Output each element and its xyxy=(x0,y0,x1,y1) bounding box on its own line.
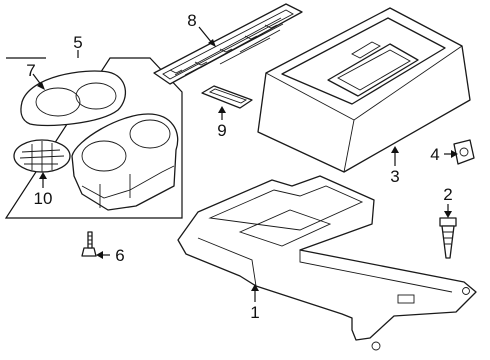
retainer-clip[interactable] xyxy=(453,139,475,165)
callout-1: 1 xyxy=(250,303,259,322)
callout-8: 8 xyxy=(187,11,196,30)
callout-5: 5 xyxy=(73,33,82,52)
cup-holder-insert[interactable] xyxy=(71,113,179,211)
cup-holder-mat[interactable] xyxy=(13,139,71,173)
bolt[interactable] xyxy=(439,217,457,259)
callout-6: 6 xyxy=(115,246,124,265)
leader-7 xyxy=(32,73,45,90)
callout-9: 9 xyxy=(217,121,226,140)
console-housing[interactable] xyxy=(257,7,471,173)
leader-1 xyxy=(251,284,259,302)
callout-4: 4 xyxy=(430,145,439,164)
small-mat[interactable] xyxy=(201,85,253,109)
cup-holder-trim-ring[interactable] xyxy=(20,70,127,127)
leader-10 xyxy=(39,172,47,188)
leader-6 xyxy=(96,251,110,259)
callout-10: 10 xyxy=(34,189,53,208)
leader-3 xyxy=(391,146,399,166)
callout-2: 2 xyxy=(443,185,452,204)
console-top-mat[interactable] xyxy=(153,3,303,85)
console-base-bracket[interactable] xyxy=(177,175,477,351)
push-pin-fastener[interactable] xyxy=(81,231,97,257)
leader-4 xyxy=(444,150,458,158)
leader-8 xyxy=(198,26,216,47)
leader-2 xyxy=(444,204,452,218)
kit-group-box xyxy=(4,50,183,219)
callout-7: 7 xyxy=(26,61,35,80)
leader-9 xyxy=(218,106,226,120)
callout-3: 3 xyxy=(390,167,399,186)
